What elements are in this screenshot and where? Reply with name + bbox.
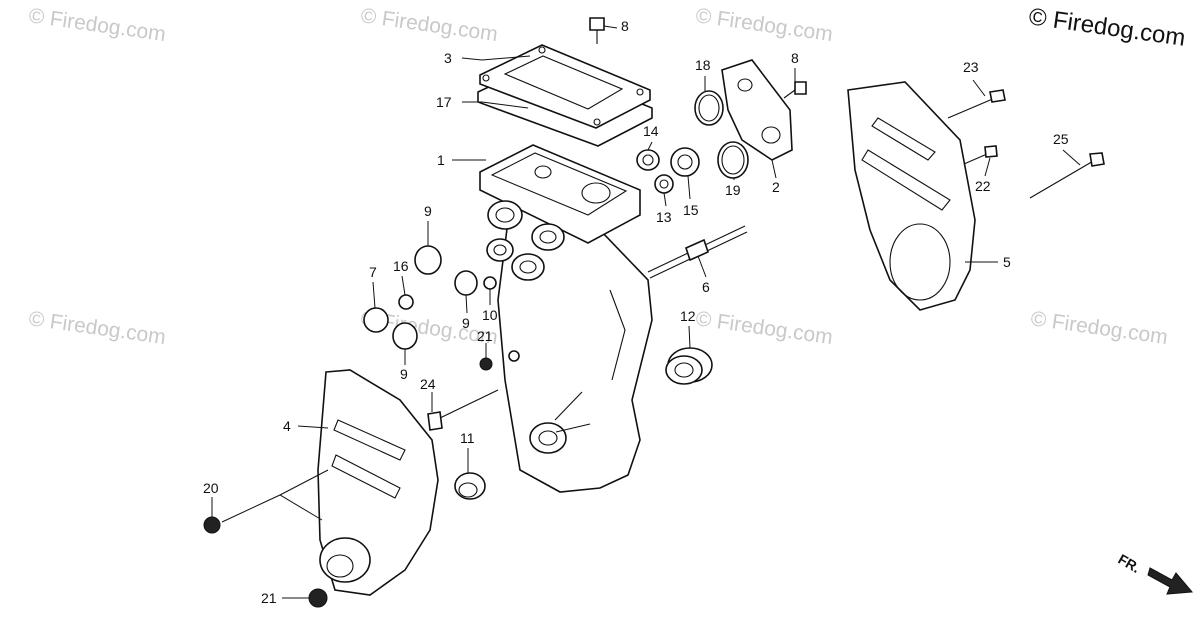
part-label: 3: [444, 50, 452, 66]
part-8-bolt-top: [589, 17, 605, 44]
part-label: 9: [424, 203, 432, 219]
part-label: 21: [261, 590, 277, 606]
part-label: 16: [393, 258, 409, 274]
leader-lines: [211, 25, 1081, 599]
watermark: © Firedog.com: [27, 307, 167, 349]
part-8-bolt-right: [783, 81, 807, 99]
part-label: 24: [420, 376, 436, 392]
part-label: 15: [683, 202, 699, 218]
part-label: 6: [702, 279, 710, 295]
watermark: © Firedog.com: [27, 4, 167, 46]
front-direction-indicator: FR.: [1116, 551, 1194, 595]
watermark: © Firedog.com: [359, 4, 499, 46]
copyright-text: © Firedog.com: [1027, 3, 1187, 52]
part-label: 2: [772, 179, 780, 195]
part-label: 19: [725, 182, 741, 198]
part-20-nut: [203, 516, 221, 534]
part-13-bearing: [654, 174, 674, 194]
part-label: 21: [477, 328, 493, 344]
part-label: 9: [462, 315, 470, 331]
part-11-seal: [454, 472, 486, 500]
part-16-oring: [398, 294, 414, 310]
part-label: 5: [1003, 254, 1011, 270]
part-4-cover: [317, 369, 439, 596]
part-19-oring: [717, 141, 749, 179]
part-labels: 8 3 17 1 8 18 19 14 13 15 2 5 6 23 22 25…: [203, 18, 1069, 606]
part-21-nut-b: [308, 588, 328, 608]
part-label: 17: [436, 94, 452, 110]
direction-label: FR.: [1116, 551, 1144, 576]
part-24-bolt: [427, 389, 499, 431]
part-12-seal: [665, 347, 713, 385]
front-arrow-icon: [1147, 567, 1194, 595]
part-3-cover: [477, 44, 653, 147]
part-label: 23: [963, 59, 979, 75]
part-9-cap-c: [392, 322, 418, 350]
part-9-cap-a: [414, 245, 442, 275]
part-6-shaft: [647, 225, 748, 279]
part-label: 8: [621, 18, 629, 34]
part-15-bearing: [670, 147, 700, 177]
part-9-cap-b: [454, 270, 478, 296]
part-23-bolt: [947, 89, 1006, 119]
part-25-bolt: [1029, 152, 1105, 199]
part-label: 4: [283, 418, 291, 434]
part-label: 25: [1053, 131, 1069, 147]
part-label: 13: [656, 209, 672, 225]
part-label: 10: [482, 307, 498, 323]
part-label: 20: [203, 480, 219, 496]
part-label: 18: [695, 57, 711, 73]
part-label: 7: [369, 264, 377, 280]
watermark: © Firedog.com: [694, 307, 834, 349]
part-label: 12: [680, 308, 696, 324]
part-label: 8: [791, 50, 799, 66]
watermark: © Firedog.com: [694, 4, 834, 46]
part-5-cover: [847, 81, 976, 311]
part-label: 9: [400, 366, 408, 382]
watermark: © Firedog.com: [1029, 307, 1169, 349]
part-10-plug: [483, 276, 497, 290]
part-1-case: [479, 144, 653, 493]
part-label: 11: [460, 430, 475, 446]
part-22-bolt: [963, 145, 998, 165]
part-2-plate: [721, 59, 793, 161]
part-21-nut-a: [479, 357, 493, 371]
part-14-bearing: [636, 149, 660, 171]
part-7-plug: [363, 307, 389, 333]
part-label: 22: [975, 178, 991, 194]
part-label: 14: [643, 123, 659, 139]
part-label: 1: [437, 152, 445, 168]
